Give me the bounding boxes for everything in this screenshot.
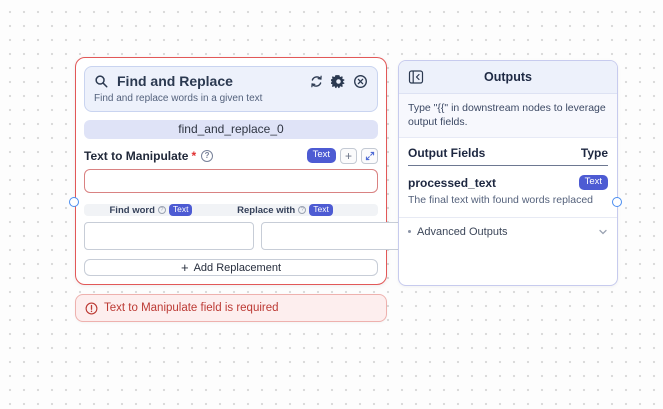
text-to-manipulate-label-row: Text to Manipulate * ? Text + — [84, 147, 378, 164]
outputs-panel: Outputs Type "{{" in downstream nodes to… — [398, 60, 618, 286]
advanced-outputs-label: Advanced Outputs — [417, 225, 508, 238]
node-subtitle: Find and replace words in a given text — [94, 93, 263, 104]
type-badge: Text — [168, 204, 193, 216]
output-field-row: processed_text Text — [408, 175, 608, 190]
node-input-port[interactable] — [69, 197, 79, 207]
type-badge: Text — [578, 175, 608, 190]
add-replacement-button[interactable]: + Add Replacement — [84, 259, 378, 276]
type-column-label: Type — [580, 146, 608, 161]
node-header: Find and Replace Find and replace words … — [84, 66, 378, 112]
gear-icon[interactable] — [331, 74, 346, 89]
plus-icon: + — [180, 260, 189, 276]
replacement-row — [84, 222, 453, 251]
find-and-replace-node[interactable]: Find and Replace Find and replace words … — [75, 57, 453, 285]
bullet-icon — [408, 230, 411, 234]
search-icon — [94, 74, 109, 89]
type-badge: Text — [309, 204, 333, 216]
help-icon: ? — [298, 206, 307, 215]
replacements-header: Find word ? Text Replace with ? Text — [84, 203, 378, 217]
output-fields-columns: Output Fields Type — [408, 146, 608, 167]
node-id-pill: find_and_replace_0 — [84, 120, 378, 139]
type-badge[interactable]: Text — [306, 148, 336, 163]
add-variable-button[interactable]: + — [340, 147, 357, 164]
output-field-name: processed_text — [408, 175, 497, 190]
outputs-panel-port[interactable] — [612, 197, 622, 207]
replace-with-label: Replace with — [237, 204, 296, 216]
refresh-icon[interactable] — [309, 74, 324, 89]
advanced-outputs-toggle[interactable]: Advanced Outputs — [408, 226, 608, 238]
find-word-label: Find word — [109, 204, 155, 216]
help-icon: ? — [157, 206, 166, 215]
error-alert-icon — [85, 302, 98, 315]
find-word-input[interactable] — [84, 222, 254, 251]
output-field-description: The final text with found words replaced — [408, 193, 594, 206]
output-fields-column-label: Output Fields — [408, 146, 486, 161]
expand-icon[interactable] — [361, 147, 378, 164]
outputs-title: Outputs — [484, 70, 532, 84]
text-to-manipulate-input[interactable] — [84, 168, 378, 193]
add-replacement-label: Add Replacement — [193, 261, 282, 274]
help-icon[interactable]: ? — [201, 149, 214, 162]
outputs-body: Output Fields Type processed_text Text T… — [399, 138, 617, 285]
required-asterisk: * — [191, 148, 197, 163]
divider — [399, 216, 617, 218]
field-label: Text to Manipulate — [84, 148, 189, 163]
close-circle-icon[interactable] — [353, 74, 368, 89]
chevron-down-icon — [598, 227, 608, 237]
outputs-panel-header: Outputs — [399, 61, 617, 94]
validation-error-banner: Text to Manipulate field is required — [75, 294, 387, 322]
outputs-hint: Type "{{" in downstream nodes to leverag… — [399, 94, 617, 139]
collapse-panel-icon[interactable] — [408, 69, 424, 85]
node-title: Find and Replace — [117, 73, 233, 89]
error-message: Text to Manipulate field is required — [104, 302, 279, 314]
